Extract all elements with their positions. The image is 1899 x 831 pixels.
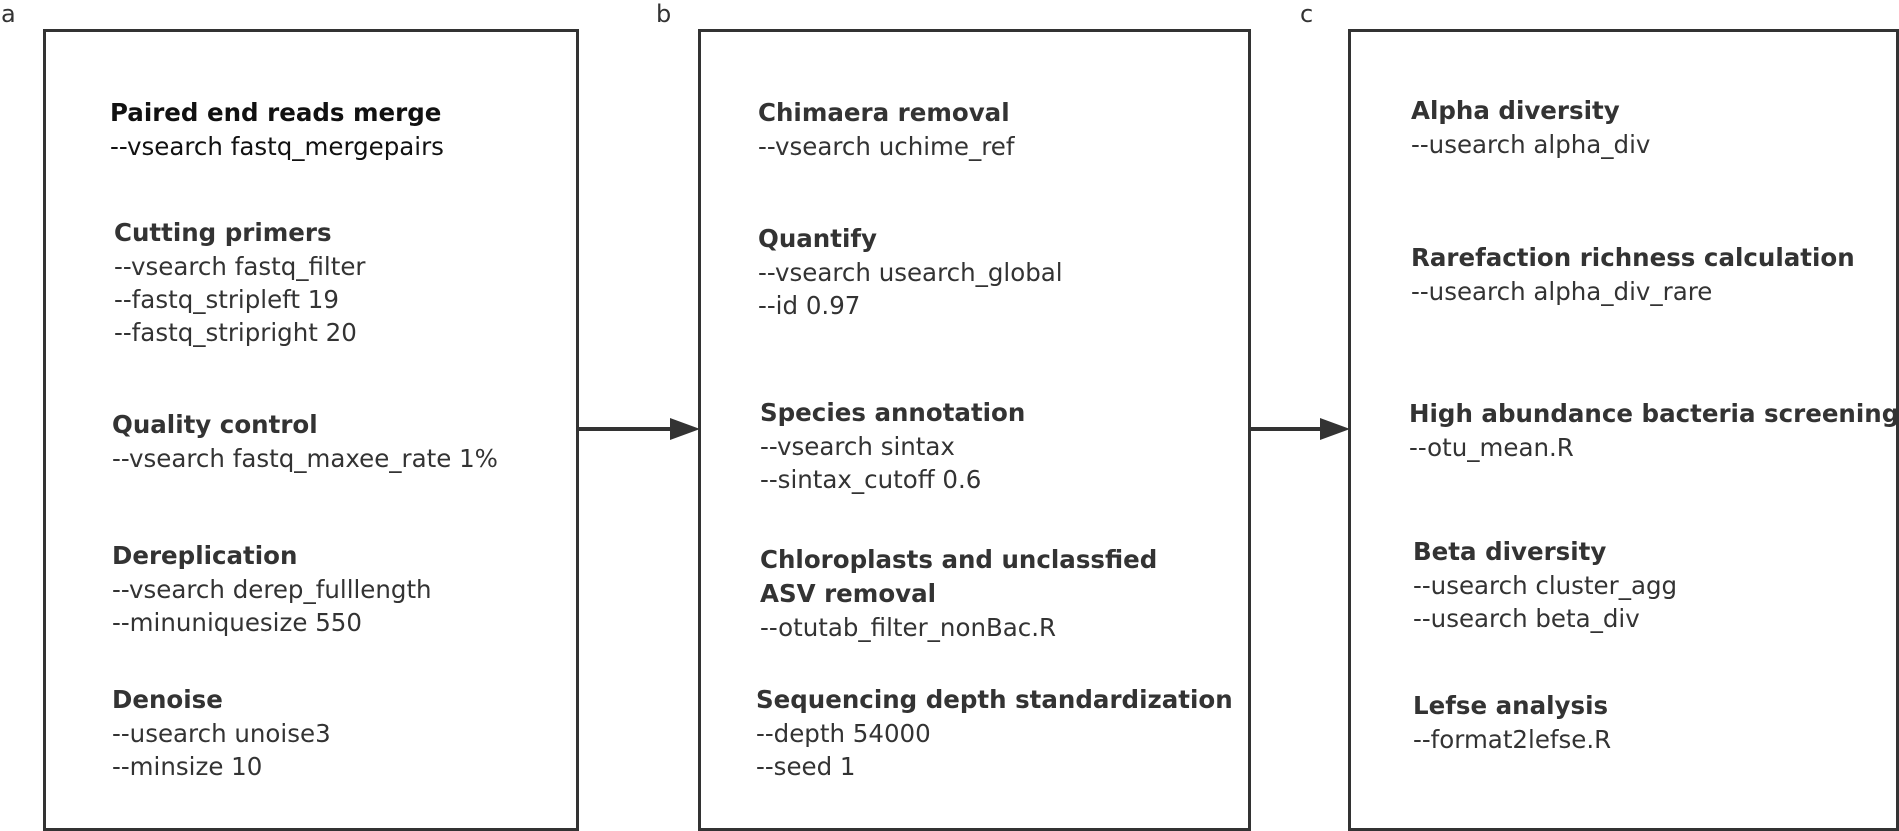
- step-command: --vsearch fastq_mergepairs: [110, 132, 444, 161]
- step-dereplication: Dereplication --vsearch derep_fulllength…: [112, 539, 432, 639]
- panel-c-box: [1348, 29, 1899, 831]
- step-paired-end-reads-merge: Paired end reads merge --vsearch fastq_m…: [110, 96, 444, 163]
- step-command: --fastq_stripright 20: [114, 318, 357, 347]
- step-command: --vsearch fastq_filter: [114, 252, 366, 281]
- step-title-line-2: ASV removal: [760, 579, 937, 608]
- step-quality-control: Quality control --vsearch fastq_maxee_ra…: [112, 408, 498, 475]
- step-command: --vsearch sintax: [760, 432, 955, 461]
- step-title: Chloroplasts and unclassfied: [760, 545, 1158, 574]
- step-cutting-primers: Cutting primers --vsearch fastq_filter -…: [114, 216, 366, 349]
- panel-label-b: b: [656, 0, 672, 28]
- step-title: Chimaera removal: [758, 98, 1010, 127]
- panel-b-box: [698, 29, 1251, 831]
- step-chimaera-removal: Chimaera removal --vsearch uchime_ref: [758, 96, 1014, 163]
- step-title: Rarefaction richness calculation: [1411, 243, 1855, 272]
- step-title: Beta diversity: [1413, 537, 1607, 566]
- step-title: Alpha diversity: [1411, 96, 1620, 125]
- step-command: --usearch unoise3: [112, 719, 331, 748]
- step-title: Lefse analysis: [1413, 691, 1609, 720]
- step-title: Sequencing depth standardization: [756, 685, 1233, 714]
- panel-label-c: c: [1300, 0, 1314, 28]
- step-command: --seed 1: [756, 752, 856, 781]
- step-title: Quality control: [112, 410, 318, 439]
- step-command: --otu_mean.R: [1409, 433, 1574, 462]
- step-command: --sintax_cutoff 0.6: [760, 465, 982, 494]
- step-lefse-analysis: Lefse analysis --format2lefse.R: [1413, 689, 1611, 756]
- step-command: --minsize 10: [112, 752, 263, 781]
- step-command: --usearch alpha_div_rare: [1411, 277, 1713, 306]
- step-command: --otutab_filter_nonBac.R: [760, 613, 1057, 642]
- arrow-a-to-b: [579, 418, 700, 440]
- step-high-abundance-screening: High abundance bacteria screening --otu_…: [1409, 397, 1899, 464]
- step-command: --minuniquesize 550: [112, 608, 362, 637]
- step-alpha-diversity: Alpha diversity --usearch alpha_div: [1411, 94, 1650, 161]
- step-title: Species annotation: [760, 398, 1026, 427]
- step-chloroplast-removal: Chloroplasts and unclassfied ASV removal…: [760, 543, 1157, 644]
- step-title: Dereplication: [112, 541, 298, 570]
- step-title: Quantify: [758, 224, 877, 253]
- step-command: --vsearch uchime_ref: [758, 132, 1015, 161]
- step-rarefaction-richness: Rarefaction richness calculation --usear…: [1411, 241, 1855, 308]
- step-command: --usearch beta_div: [1413, 604, 1640, 633]
- step-quantify: Quantify --vsearch usearch_global --id 0…: [758, 222, 1063, 322]
- step-command: --id 0.97: [758, 291, 861, 320]
- step-beta-diversity: Beta diversity --usearch cluster_agg --u…: [1413, 535, 1677, 635]
- step-command: --vsearch usearch_global: [758, 258, 1063, 287]
- step-command: --format2lefse.R: [1413, 725, 1612, 754]
- panel-a-box: [43, 29, 579, 831]
- step-command: --usearch cluster_agg: [1413, 571, 1678, 600]
- arrow-b-to-c: [1251, 418, 1350, 440]
- step-command: --depth 54000: [756, 719, 931, 748]
- step-title: Paired end reads merge: [110, 98, 442, 127]
- step-command: --vsearch fastq_maxee_rate 1%: [112, 444, 498, 473]
- step-species-annotation: Species annotation --vsearch sintax --si…: [760, 396, 1025, 496]
- step-command: --fastq_stripleft 19: [114, 285, 339, 314]
- step-sequencing-depth: Sequencing depth standardization --depth…: [756, 683, 1233, 783]
- step-command: --usearch alpha_div: [1411, 130, 1651, 159]
- step-title: High abundance bacteria screening: [1409, 399, 1899, 428]
- step-title: Denoise: [112, 685, 223, 714]
- step-denoise: Denoise --usearch unoise3 --minsize 10: [112, 683, 331, 783]
- step-title: Cutting primers: [114, 218, 332, 247]
- panel-label-a: a: [1, 0, 16, 28]
- step-command: --vsearch derep_fulllength: [112, 575, 432, 604]
